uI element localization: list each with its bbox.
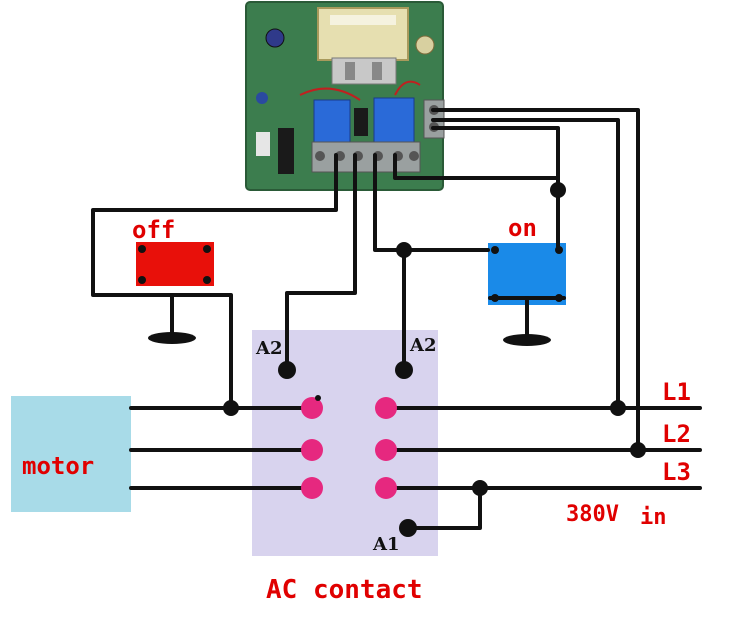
coil-terminal-a2-left xyxy=(278,361,296,379)
a2-right-label: A2 xyxy=(409,335,437,356)
on-button xyxy=(488,243,566,305)
a1-label: A1 xyxy=(372,534,400,555)
coil-terminal-a2-right xyxy=(395,361,413,379)
l3-label: L3 xyxy=(662,458,691,486)
voltage-in-label: in xyxy=(640,505,667,530)
off-button xyxy=(136,242,214,286)
transformer-icon xyxy=(317,7,409,85)
off-label: off xyxy=(132,216,175,244)
coil-terminal-a1 xyxy=(399,519,417,537)
a2-left-label: A2 xyxy=(255,338,283,359)
relay-board xyxy=(245,1,445,191)
voltage-label: 380V xyxy=(566,502,619,527)
l2-label: L2 xyxy=(662,420,691,448)
contactor-terminals xyxy=(278,361,417,537)
wires xyxy=(91,108,702,530)
contactor-label: AC contact xyxy=(266,575,423,605)
relay-icon xyxy=(313,97,415,143)
motor-box xyxy=(11,396,131,512)
motor-label: motor xyxy=(22,452,94,480)
junctions xyxy=(223,182,646,496)
on-label: on xyxy=(508,214,537,242)
l1-label: L1 xyxy=(662,378,691,406)
terminal-block-bottom xyxy=(311,141,421,173)
